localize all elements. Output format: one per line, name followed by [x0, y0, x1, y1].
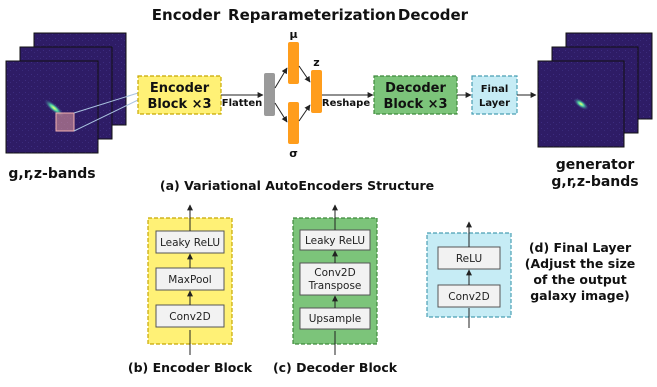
- output-label-2: g,r,z-bands: [551, 174, 638, 190]
- dec-conv2d-label: Conv2D: [314, 267, 355, 279]
- mu-label: μ: [289, 28, 297, 41]
- dec-transpose-label: Transpose: [308, 280, 362, 292]
- flatten-label: Flatten: [222, 98, 262, 109]
- header-reparameterization: Reparameterization: [228, 6, 396, 24]
- encoder-block-detail: Conv2D MaxPool Leaky ReLU: [147, 204, 233, 355]
- input-label: g,r,z-bands: [8, 166, 95, 182]
- enc-conv2d-label: Conv2D: [169, 311, 210, 323]
- encoder-block-label-2: Block ×3: [147, 97, 211, 112]
- caption-b: (b) Encoder Block: [128, 360, 253, 375]
- reshape-label: Reshape: [322, 98, 370, 109]
- final-conv2d-label: Conv2D: [448, 291, 489, 303]
- enc-leaky-relu-label: Leaky ReLU: [160, 237, 220, 249]
- final-layer-label-1: Final: [481, 84, 509, 95]
- final-layer-label-2: Layer: [479, 98, 510, 109]
- sigma-label: σ: [289, 147, 298, 160]
- receptive-field-patch: [55, 112, 75, 132]
- decoder-block-label-2: Block ×3: [383, 97, 447, 112]
- header-encoder: Encoder: [152, 6, 221, 24]
- decoder-block-label-1: Decoder: [385, 81, 446, 96]
- dec-upsample-label: Upsample: [309, 313, 362, 325]
- caption-a: (a) Variational AutoEncoders Structure: [160, 178, 434, 193]
- decoder-block: [373, 75, 458, 115]
- sigma-vector: [288, 102, 299, 144]
- dec-conv2d-transpose: [299, 262, 371, 296]
- final-relu-label: ReLU: [456, 253, 482, 265]
- header-decoder: Decoder: [398, 6, 469, 24]
- mu-vector: [288, 42, 299, 84]
- flatten-vector: [264, 73, 275, 116]
- caption-d-line1: (d) Final Layer: [529, 240, 632, 255]
- z-label: z: [313, 56, 319, 69]
- decoder-block-detail: Upsample Conv2D Transpose Leaky ReLU: [292, 204, 378, 355]
- encoder-block: [137, 75, 222, 115]
- output-label-1: generator: [556, 157, 635, 173]
- final-layer-detail: Conv2D ReLU: [426, 221, 512, 328]
- dec-leaky-relu-label: Leaky ReLU: [305, 235, 365, 247]
- enc-maxpool-label: MaxPool: [168, 274, 211, 286]
- caption-d-line3: of the output: [533, 272, 626, 287]
- caption-c: (c) Decoder Block: [273, 360, 398, 375]
- caption-d-line2: (Adjust the size: [525, 256, 635, 271]
- encoder-block-label-1: Encoder: [150, 81, 210, 96]
- caption-d-line4: galaxy image): [530, 288, 630, 303]
- output-image-stack: [537, 32, 653, 148]
- z-vector: [311, 70, 322, 113]
- input-image-stack: [5, 32, 127, 154]
